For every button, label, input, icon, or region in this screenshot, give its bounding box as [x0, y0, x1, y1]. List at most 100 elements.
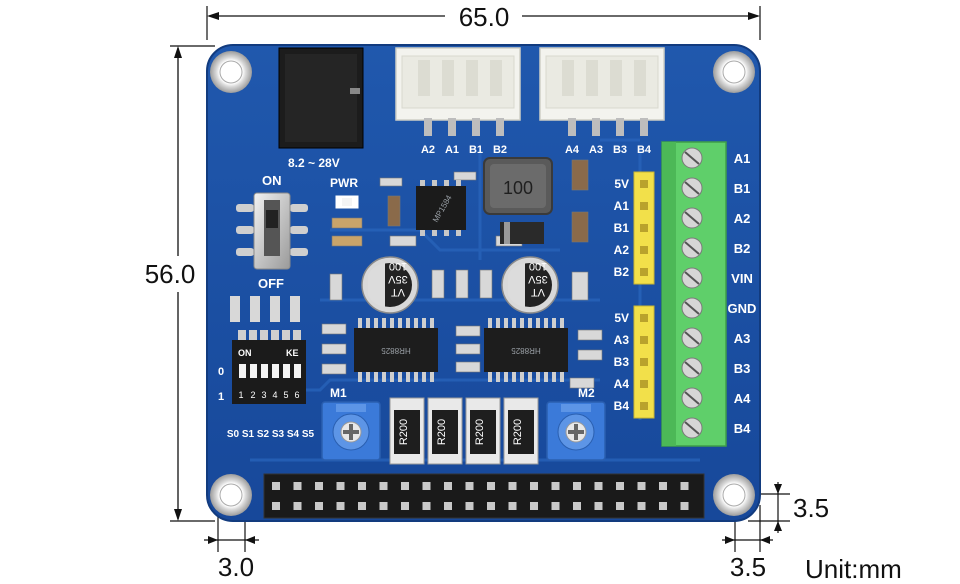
- terminal-label: A3: [734, 331, 751, 346]
- capacitor-right: VT 35V 100: [501, 256, 559, 314]
- pin-label: B4: [637, 144, 652, 156]
- switch-off-label: OFF: [258, 276, 284, 291]
- dip-row0-label: 0: [218, 366, 224, 378]
- resistor-4: R200: [503, 397, 539, 465]
- terminal-screw[interactable]: [681, 387, 703, 409]
- dimension-hole-left: 3.0: [204, 505, 259, 582]
- terminal-screw[interactable]: [681, 357, 703, 379]
- driver-chip-right: HR8825: [484, 318, 568, 382]
- gpio-pin: [358, 482, 366, 490]
- terminal-label: B1: [734, 181, 751, 196]
- dip-switch-label: S0: [227, 429, 240, 440]
- gpio-pin: [358, 502, 366, 510]
- pad-array: [230, 296, 300, 322]
- gpio-pin: [315, 482, 323, 490]
- gpio-pin: [551, 502, 560, 510]
- capacitor-series: VT: [531, 286, 545, 298]
- gpio-pin: [336, 482, 345, 490]
- gpio-pin: [336, 502, 345, 510]
- connector-right-pin-labels: A4 A3 B3 B4: [565, 144, 652, 156]
- motor-connector-right: [539, 47, 665, 136]
- gpio-pin: [573, 502, 581, 510]
- terminal-label: A4: [734, 391, 751, 406]
- dimension-hole-bottom: 3.5: [748, 482, 829, 533]
- header-top-labels: 5V A1 B1 A2 B2: [614, 177, 630, 279]
- terminal-label: B2: [734, 241, 751, 256]
- gpio-pin: [573, 482, 581, 490]
- gpio-pin: [616, 482, 624, 490]
- power-switch[interactable]: [236, 192, 308, 270]
- dip-number: 2: [250, 390, 255, 400]
- gpio-pin: [680, 482, 689, 490]
- smd-components: [321, 159, 603, 389]
- header-bottom[interactable]: [633, 305, 655, 419]
- switch-slider[interactable]: [266, 210, 278, 228]
- resistor-label: R200: [512, 419, 524, 445]
- gpio-pin: [444, 482, 452, 490]
- header-top[interactable]: [633, 171, 655, 285]
- resistor-1: R200: [389, 397, 425, 465]
- power-led: [335, 195, 359, 209]
- gpio-pin: [637, 502, 646, 510]
- dip-switch-labels: S0 S1 S2 S3 S4 S5: [227, 429, 315, 440]
- header-bottom-labels: 5V A3 B3 A4 B4: [614, 311, 630, 413]
- terminal-screw[interactable]: [681, 177, 703, 199]
- pin-label: B1: [469, 144, 483, 156]
- m2-label: M2: [578, 386, 595, 400]
- header-label: A3: [614, 333, 630, 347]
- terminal-screw[interactable]: [681, 237, 703, 259]
- voltage-label: 8.2 ~ 28V: [288, 156, 340, 170]
- dimension-hole-right: 3.5: [722, 505, 773, 582]
- terminal-label: B4: [734, 421, 751, 436]
- terminal-screw[interactable]: [681, 207, 703, 229]
- terminal-label: B3: [734, 361, 751, 376]
- mounting-hole-bottom-right: [713, 474, 755, 516]
- terminal-screw[interactable]: [681, 297, 703, 319]
- driver-chip-left: HR8825: [354, 318, 438, 382]
- capacitor-left: VT 35V 100: [361, 256, 419, 314]
- gpio-pin: [616, 502, 624, 510]
- dip-switch-label: S3: [272, 429, 285, 440]
- header-label: A2: [614, 243, 630, 257]
- gpio-header[interactable]: [263, 473, 705, 519]
- gpio-pin: [508, 482, 517, 490]
- pin-label: B2: [493, 144, 507, 156]
- gpio-pin: [487, 482, 495, 490]
- dip-number: 1: [238, 390, 243, 400]
- gpio-pin: [530, 502, 538, 510]
- header-label: B4: [614, 399, 630, 413]
- gpio-pin: [594, 502, 603, 510]
- header-label: A4: [614, 377, 630, 391]
- terminal-screw[interactable]: [681, 147, 703, 169]
- gpio-pin: [401, 482, 409, 490]
- hole-offset-right-label: 3.5: [730, 552, 766, 582]
- gpio-pin: [594, 482, 603, 490]
- terminal-screw[interactable]: [681, 327, 703, 349]
- mounting-hole-top-left: [210, 51, 252, 93]
- hole-offset-bottom-label: 3.5: [793, 493, 829, 523]
- gpio-pin: [444, 502, 452, 510]
- dip-number: 5: [283, 390, 288, 400]
- screw-terminal-block[interactable]: [661, 141, 727, 447]
- dimension-width: 65.0: [206, 2, 761, 40]
- terminal-screw[interactable]: [681, 417, 703, 439]
- potentiometer-m2[interactable]: [546, 401, 606, 461]
- gpio-pin: [401, 502, 409, 510]
- dip-switch[interactable]: ON KE 1 2 3 4 5 6: [232, 330, 306, 404]
- mounting-hole-top-right: [713, 51, 755, 93]
- unit-label: Unit:mm: [805, 554, 902, 584]
- gpio-pin: [659, 482, 667, 490]
- gpio-pin: [422, 482, 431, 490]
- dip-row1-label: 1: [218, 391, 224, 403]
- driver-chip-text: HR8825: [511, 346, 541, 355]
- potentiometer-m1[interactable]: [321, 401, 381, 461]
- gpio-pin: [680, 502, 689, 510]
- m1-label: M1: [330, 386, 347, 400]
- gpio-pin: [551, 482, 560, 490]
- resistor-label: R200: [474, 419, 486, 445]
- resistor-label: R200: [398, 419, 410, 445]
- gpio-pin: [487, 502, 495, 510]
- terminal-screw[interactable]: [681, 267, 703, 289]
- capacitor-value: 100: [389, 260, 407, 272]
- gpio-pin: [379, 482, 388, 490]
